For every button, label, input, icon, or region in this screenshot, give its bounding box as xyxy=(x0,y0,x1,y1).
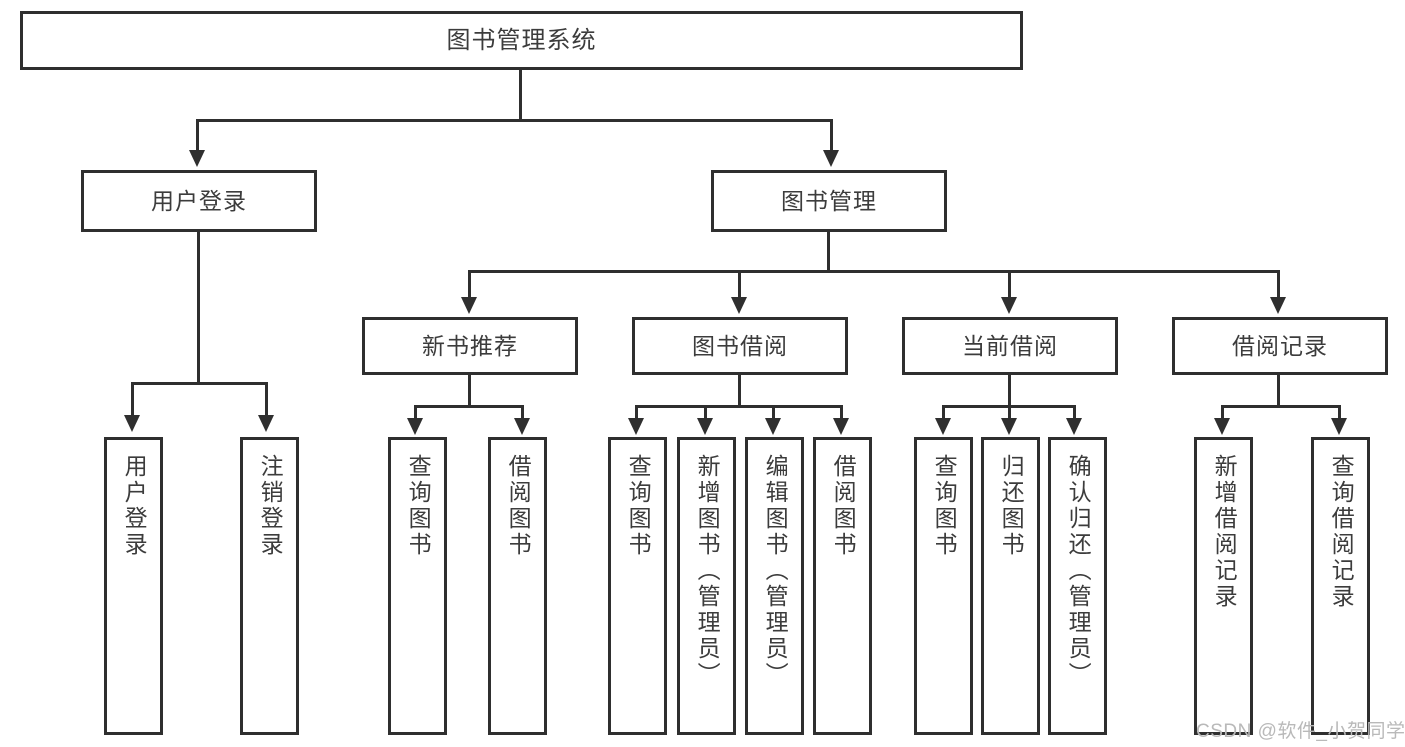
connector-user-login-bus xyxy=(131,382,266,385)
connector-book-management-bus xyxy=(468,270,1280,273)
arrowhead-root-to-user-login xyxy=(189,150,205,167)
connector-borrow-record-to-leaf-1 xyxy=(1221,405,1224,421)
leaf-new-book-borrow[interactable]: 借阅图书 xyxy=(488,437,547,735)
connector-root-to-user-login xyxy=(196,119,199,153)
node-label: 借阅图书 xyxy=(505,454,532,558)
connector-bm-to-new-book xyxy=(468,270,471,300)
node-user-login[interactable]: 用户登录 xyxy=(81,170,317,232)
leaf-user-login-logout[interactable]: 注销登录 xyxy=(240,437,299,735)
connector-new-book-bus xyxy=(414,405,524,408)
arrowhead-bm-to-borrow-record xyxy=(1270,297,1286,314)
node-label: 查询图书 xyxy=(625,454,652,558)
connector-bm-to-current-borrow xyxy=(1008,270,1011,300)
node-label: 图书借阅 xyxy=(692,332,788,359)
leaf-borrow-record-add[interactable]: 新增借阅记录 xyxy=(1194,437,1253,735)
connector-new-book-to-leaf-1 xyxy=(414,405,417,421)
arrowhead-root-to-book-management xyxy=(823,150,839,167)
connector-root-bus xyxy=(196,119,833,122)
node-label: 归还图书 xyxy=(998,454,1025,558)
connector-borrow-record-bus xyxy=(1221,405,1340,408)
arrowhead-current-borrow-to-leaf-3 xyxy=(1066,418,1082,435)
leaf-book-borrow-add[interactable]: 新增图书（管理员） xyxy=(677,437,736,735)
connector-root-stem xyxy=(519,70,522,119)
node-new-book-recommend[interactable]: 新书推荐 xyxy=(362,317,578,375)
node-label: 新书推荐 xyxy=(422,332,518,359)
node-borrow-record[interactable]: 借阅记录 xyxy=(1172,317,1388,375)
node-label: 编辑图书（管理员） xyxy=(762,454,789,688)
leaf-book-borrow-borrow[interactable]: 借阅图书 xyxy=(813,437,872,735)
connector-new-book-stem xyxy=(468,375,471,405)
connector-root-to-book-management xyxy=(830,119,833,153)
connector-book-borrow-to-leaf-4 xyxy=(840,405,843,421)
leaf-new-book-query[interactable]: 查询图书 xyxy=(388,437,447,735)
connector-bm-to-borrow-record xyxy=(1277,270,1280,300)
connector-current-borrow-to-leaf-1 xyxy=(942,405,945,421)
node-label: 图书管理系统 xyxy=(446,26,597,54)
connector-user-login-to-leaf-2 xyxy=(265,382,268,418)
node-label: 确认归还（管理员） xyxy=(1065,454,1092,688)
node-label: 注销登录 xyxy=(257,454,284,558)
leaf-borrow-record-query[interactable]: 查询借阅记录 xyxy=(1311,437,1370,735)
leaf-current-borrow-return[interactable]: 归还图书 xyxy=(981,437,1040,735)
arrowhead-bm-to-current-borrow xyxy=(1001,297,1017,314)
arrowhead-user-login-to-leaf-2 xyxy=(258,415,274,432)
node-book-management[interactable]: 图书管理 xyxy=(711,170,947,232)
arrowhead-book-borrow-to-leaf-3 xyxy=(765,418,781,435)
connector-bm-to-book-borrow xyxy=(738,270,741,300)
connector-book-borrow-to-leaf-2 xyxy=(704,405,707,421)
arrowhead-user-login-to-leaf-1 xyxy=(124,415,140,432)
connector-book-borrow-stem xyxy=(738,375,741,405)
connector-borrow-record-to-leaf-2 xyxy=(1338,405,1341,421)
connector-user-login-stem xyxy=(197,232,200,382)
watermark-csdn: CSDN @软件_小贺同学 xyxy=(1196,721,1405,742)
node-current-borrow[interactable]: 当前借阅 xyxy=(902,317,1118,375)
node-label: 用户登录 xyxy=(151,187,247,214)
arrowhead-book-borrow-to-leaf-2 xyxy=(697,418,713,435)
arrowhead-bm-to-new-book xyxy=(461,297,477,314)
connector-book-management-stem xyxy=(827,232,830,270)
connector-current-borrow-stem xyxy=(1008,375,1011,405)
node-label: 用户登录 xyxy=(121,454,148,558)
node-label: 借阅图书 xyxy=(830,454,857,558)
arrowhead-current-borrow-to-leaf-1 xyxy=(935,418,951,435)
connector-user-login-to-leaf-1 xyxy=(131,382,134,418)
connector-book-borrow-to-leaf-3 xyxy=(772,405,775,421)
leaf-current-borrow-confirm-return[interactable]: 确认归还（管理员） xyxy=(1048,437,1107,735)
node-label: 图书管理 xyxy=(781,187,877,214)
node-label: 借阅记录 xyxy=(1232,332,1328,359)
arrowhead-new-book-to-leaf-2 xyxy=(514,418,530,435)
connector-current-borrow-to-leaf-2 xyxy=(1008,405,1011,421)
arrowhead-current-borrow-to-leaf-2 xyxy=(1001,418,1017,435)
node-book-management-system[interactable]: 图书管理系统 xyxy=(20,11,1023,70)
leaf-current-borrow-query[interactable]: 查询图书 xyxy=(914,437,973,735)
node-label: 查询图书 xyxy=(931,454,958,558)
connector-current-borrow-to-leaf-3 xyxy=(1073,405,1076,421)
connector-book-borrow-to-leaf-1 xyxy=(635,405,638,421)
leaf-user-login-login[interactable]: 用户登录 xyxy=(104,437,163,735)
leaf-book-borrow-query[interactable]: 查询图书 xyxy=(608,437,667,735)
node-book-borrow[interactable]: 图书借阅 xyxy=(632,317,848,375)
connector-book-borrow-bus xyxy=(635,405,843,408)
leaf-book-borrow-edit[interactable]: 编辑图书（管理员） xyxy=(745,437,804,735)
arrowhead-borrow-record-to-leaf-2 xyxy=(1331,418,1347,435)
connector-new-book-to-leaf-2 xyxy=(521,405,524,421)
arrowhead-borrow-record-to-leaf-1 xyxy=(1214,418,1230,435)
node-label: 新增图书（管理员） xyxy=(694,454,721,688)
node-label: 新增借阅记录 xyxy=(1211,454,1238,610)
connector-borrow-record-stem xyxy=(1277,375,1280,405)
arrowhead-book-borrow-to-leaf-1 xyxy=(628,418,644,435)
arrowhead-book-borrow-to-leaf-4 xyxy=(833,418,849,435)
node-label: 查询借阅记录 xyxy=(1328,454,1355,610)
arrowhead-bm-to-book-borrow xyxy=(731,297,747,314)
arrowhead-new-book-to-leaf-1 xyxy=(407,418,423,435)
node-label: 当前借阅 xyxy=(962,332,1058,359)
node-label: 查询图书 xyxy=(405,454,432,558)
